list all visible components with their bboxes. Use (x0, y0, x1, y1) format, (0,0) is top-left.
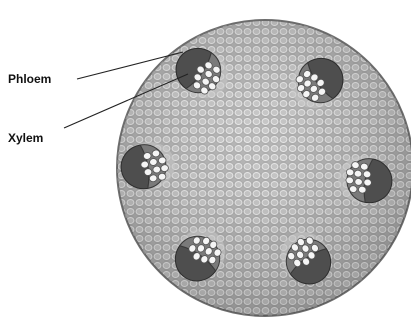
xylem-cell (345, 176, 354, 184)
xylem-cell (158, 156, 167, 164)
xylem-cell (349, 185, 358, 193)
xylem-cell (158, 173, 167, 181)
xylem-cell (143, 152, 152, 160)
xylem-cell (152, 149, 161, 157)
xylem-cell (363, 170, 372, 178)
xylem-cell (152, 166, 161, 174)
phloem-label: Phloem (8, 72, 51, 86)
xylem-cell (351, 161, 360, 169)
xylem-cell (160, 164, 169, 172)
xylem-cell (346, 168, 355, 176)
xylem-cell (144, 168, 153, 176)
xylem-label: Xylem (8, 131, 43, 145)
xylem-cell (358, 186, 367, 194)
xylem-cell (354, 170, 363, 178)
